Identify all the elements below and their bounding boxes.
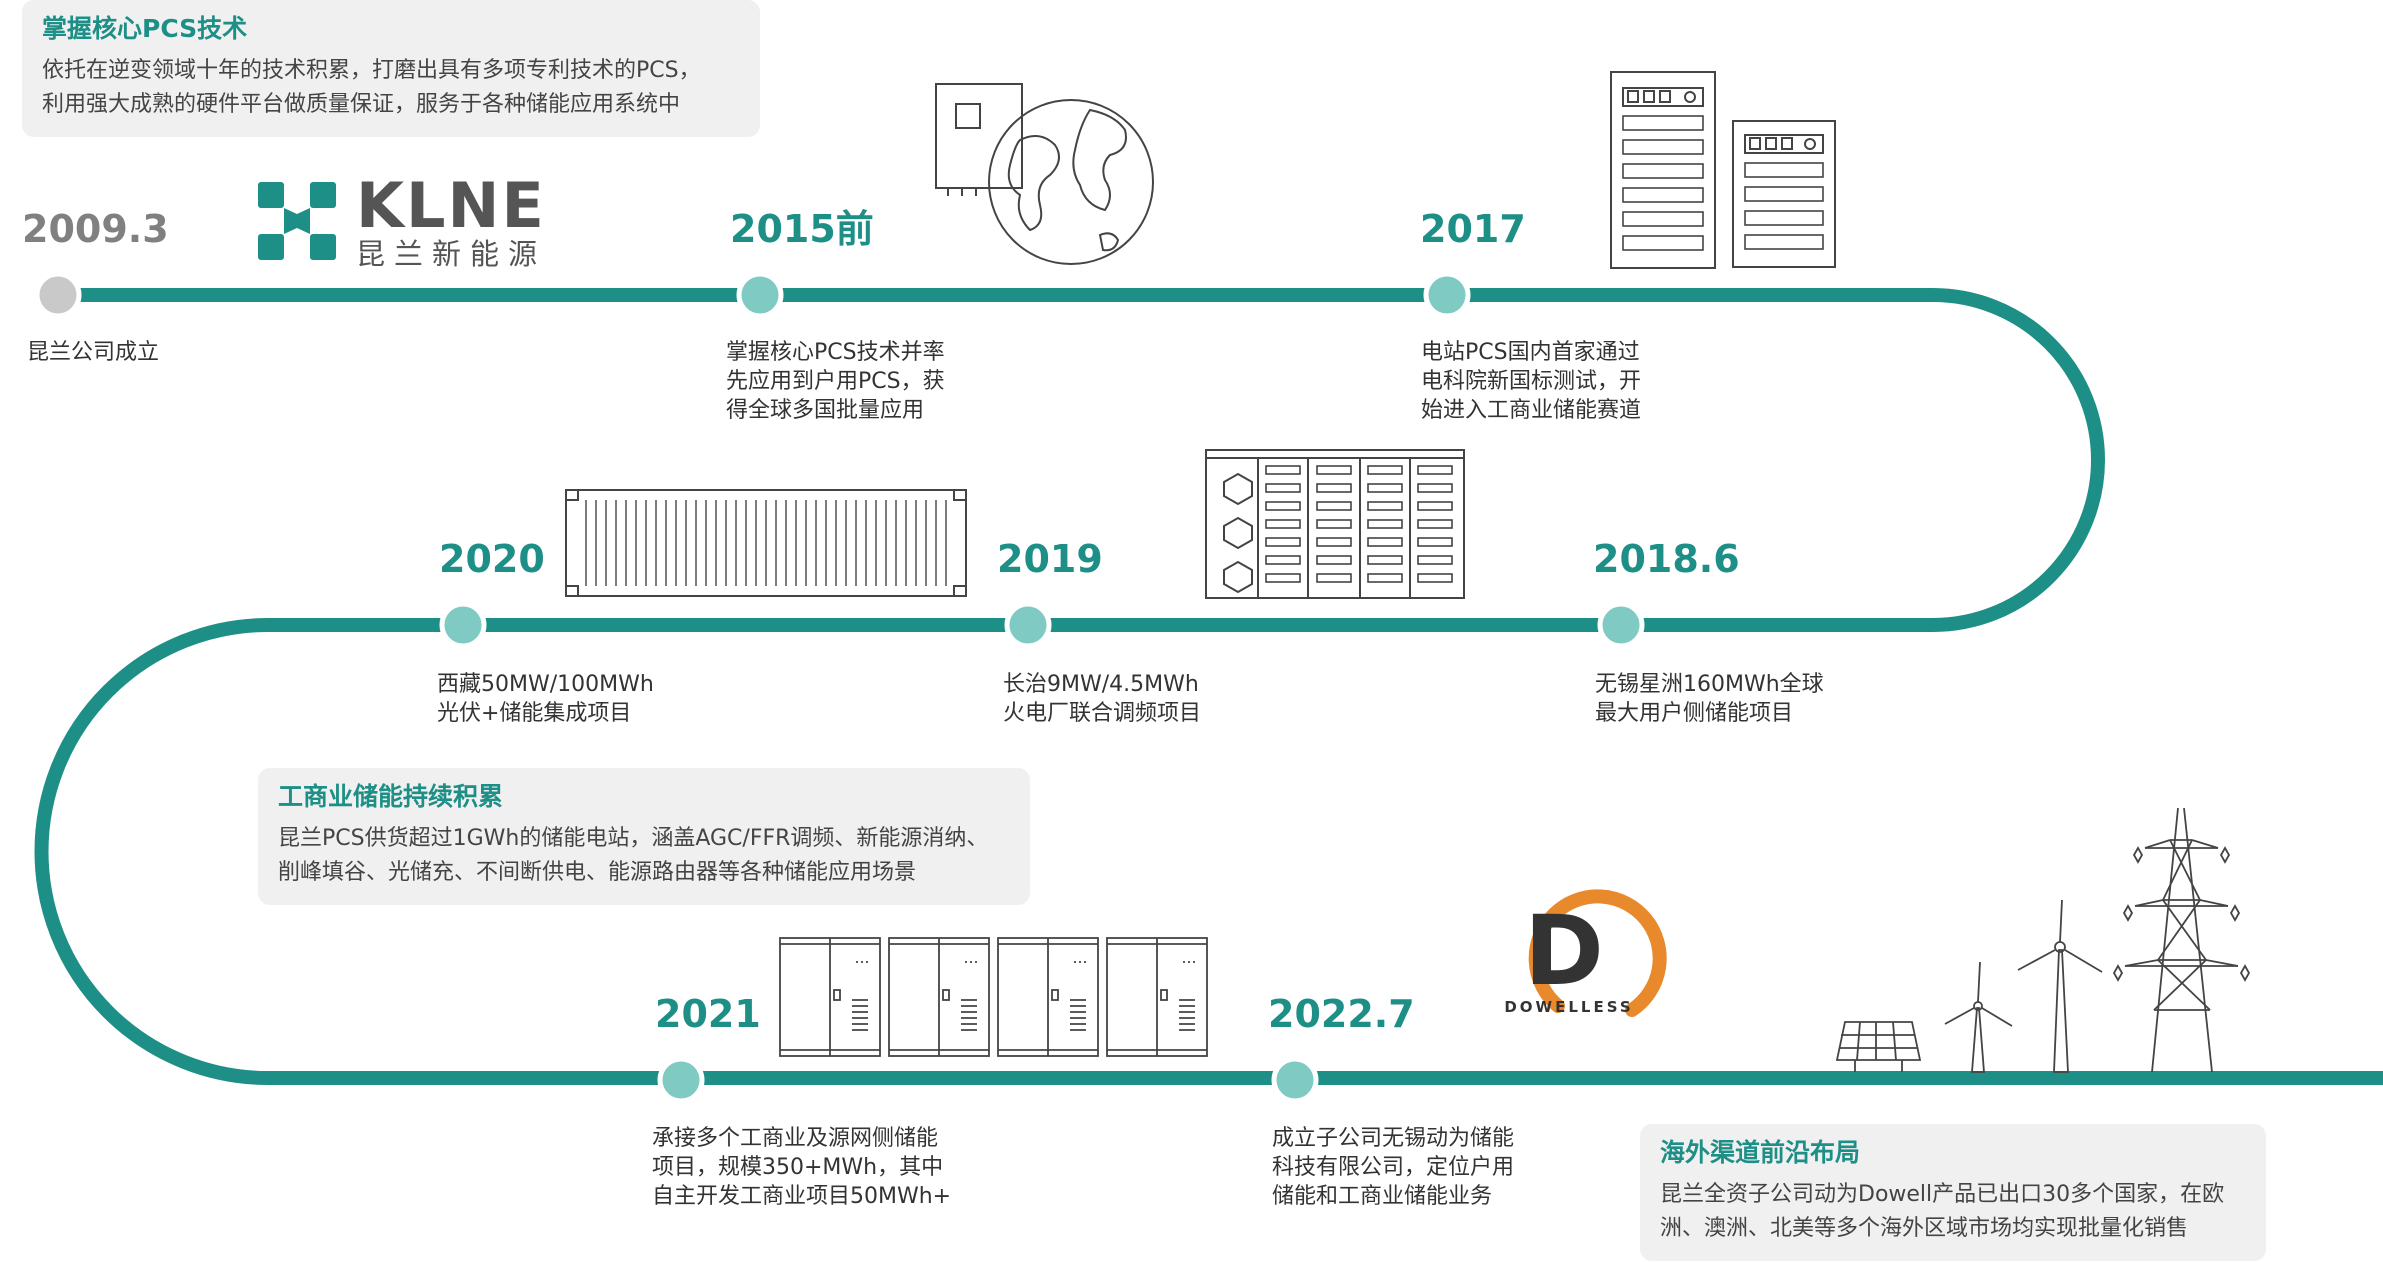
klne-logo-name: KLNE bbox=[356, 169, 546, 242]
year-2017: 2017 bbox=[1420, 207, 1526, 251]
node-2009 bbox=[34, 271, 82, 319]
desc-2022: 成立子公司无锡动为储能 科技有限公司，定位户用 储能和工商业储能业务 bbox=[1272, 1126, 1515, 1209]
callout-title: 掌握核心PCS技术 bbox=[42, 14, 248, 43]
node-2021 bbox=[657, 1056, 705, 1104]
callout-line: 昆兰PCS供货超过1GWh的储能电站，涵盖AGC/FFR调频、新能源消纳、 bbox=[278, 826, 989, 851]
desc-2018: 无锡星洲160MWh全球 最大用户侧储能项目 bbox=[1595, 672, 1824, 726]
dowell-logo-letter: D bbox=[1524, 895, 1604, 1007]
desc-2021: 承接多个工商业及源网侧储能 项目，规模350+MWh，其中 自主开发工商业项目5… bbox=[652, 1126, 952, 1209]
callout-line: 依托在逆变领域十年的技术积累，打磨出具有多项专利技术的PCS， bbox=[42, 58, 701, 83]
timeline-nodes bbox=[34, 271, 1645, 1104]
desc-2020: 西藏50MW/100MWh 光伏+储能集成项目 bbox=[437, 672, 654, 726]
callout-line: 昆兰全资子公司动为Dowell产品已出口30多个国家，在欧 bbox=[1660, 1182, 2225, 1207]
solar-panel-icon bbox=[1835, 1021, 1922, 1072]
year-2021: 2021 bbox=[655, 992, 761, 1036]
container-icon bbox=[565, 489, 967, 597]
callout-body: 昆兰PCS供货超过1GWh的储能电站，涵盖AGC/FFR调频、新能源消纳、 削峰… bbox=[278, 822, 1010, 890]
desc-2019: 长治9MW/4.5MWh 火电厂联合调频项目 bbox=[1003, 672, 1202, 726]
node-2019 bbox=[1004, 601, 1052, 649]
desc-2009: 昆兰公司成立 bbox=[27, 340, 160, 365]
callout-body: 昆兰全资子公司动为Dowell产品已出口30多个国家，在欧 洲、澳洲、北美等多个… bbox=[1660, 1178, 2246, 1246]
callout-core-pcs: 掌握核心PCS技术 依托在逆变领域十年的技术积累，打磨出具有多项专利技术的PCS… bbox=[22, 0, 760, 137]
klne-logo: KLNE 昆兰新能源 bbox=[356, 169, 547, 272]
klne-logo-mark bbox=[258, 182, 336, 260]
node-2020 bbox=[439, 601, 487, 649]
callout-title: 工商业储能持续积累 bbox=[278, 782, 504, 811]
callout-overseas: 海外渠道前沿布局 昆兰全资子公司动为Dowell产品已出口30多个国家，在欧 洲… bbox=[1640, 1124, 2266, 1261]
klne-logo-subtitle: 昆兰新能源 bbox=[356, 237, 547, 271]
year-2022: 2022.7 bbox=[1268, 992, 1415, 1036]
node-2017 bbox=[1423, 271, 1471, 319]
battery-cabinet-icon bbox=[1205, 449, 1465, 599]
callout-commercial-storage: 工商业储能持续积累 昆兰PCS供货超过1GWh的储能电站，涵盖AGC/FFR调频… bbox=[258, 768, 1030, 905]
dowell-logo-name: DOWELLESS bbox=[1504, 998, 1634, 1016]
callout-line: 削峰填谷、光储充、不间断供电、能源路由器等各种储能应用场景 bbox=[278, 860, 917, 885]
callout-body: 依托在逆变领域十年的技术积累，打磨出具有多项专利技术的PCS， 利用强大成熟的硬… bbox=[42, 54, 740, 122]
year-2019: 2019 bbox=[997, 537, 1103, 581]
inverter-globe-icon bbox=[935, 83, 1154, 265]
wind-turbine-icon bbox=[1944, 899, 2103, 1073]
node-2022 bbox=[1271, 1056, 1319, 1104]
node-2018 bbox=[1597, 601, 1645, 649]
desc-2017: 电站PCS国内首家通过 电科院新国标测试，开 始进入工商业储能赛道 bbox=[1421, 340, 1642, 423]
desc-2015: 掌握核心PCS技术并率 先应用到户用PCS，获 得全球多国批量应用 bbox=[726, 340, 945, 423]
node-2015 bbox=[736, 271, 784, 319]
callout-title: 海外渠道前沿布局 bbox=[1660, 1138, 1861, 1167]
dowell-logo-mark bbox=[1528, 889, 1667, 1017]
year-2020: 2020 bbox=[439, 537, 545, 581]
energy-cabinet-icon bbox=[779, 937, 1208, 1057]
callout-line: 利用强大成熟的硬件平台做质量保证，服务于各种储能应用系统中 bbox=[42, 92, 681, 117]
timeline-path bbox=[34, 288, 2383, 1085]
server-rack-icon bbox=[1610, 71, 1836, 269]
power-tower-icon bbox=[2112, 807, 2251, 1073]
callout-line: 洲、澳洲、北美等多个海外区域市场均实现批量化销售 bbox=[1660, 1216, 2189, 1241]
year-2009: 2009.3 bbox=[22, 207, 169, 251]
year-2015: 2015前 bbox=[730, 207, 874, 251]
year-2018: 2018.6 bbox=[1593, 537, 1740, 581]
